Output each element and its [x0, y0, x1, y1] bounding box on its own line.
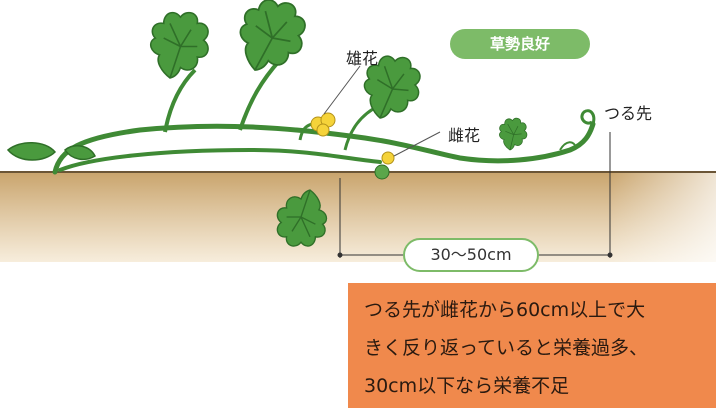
vine-tip-label: つる先: [604, 104, 653, 123]
small-leaf-left: [6, 142, 57, 161]
male-flower-leader: [323, 65, 361, 115]
distance-label: 30～50cm: [403, 238, 539, 272]
main-vine: [52, 121, 596, 175]
male-flower-label: 雄花: [346, 49, 379, 68]
note-line-3: 30cm以下なら栄養不足: [364, 375, 570, 397]
vigor-badge: 草勢良好: [450, 29, 590, 59]
female-flower-leader: [393, 131, 441, 157]
note-line-2: きく反り返っていると栄養過多、: [364, 337, 649, 359]
second-vine: [58, 147, 382, 172]
female-flower-label: 雌花: [448, 126, 481, 145]
vine-tip: [580, 109, 596, 125]
note-line-1: つる先が雌花から60cm以上で大: [364, 299, 646, 321]
female-flower-icon: [374, 151, 395, 180]
male-flower-icon: [310, 112, 336, 137]
note-box: つる先が雌花から60cm以上で大 きく反り返っていると栄養過多、 30cm以下な…: [348, 283, 716, 408]
